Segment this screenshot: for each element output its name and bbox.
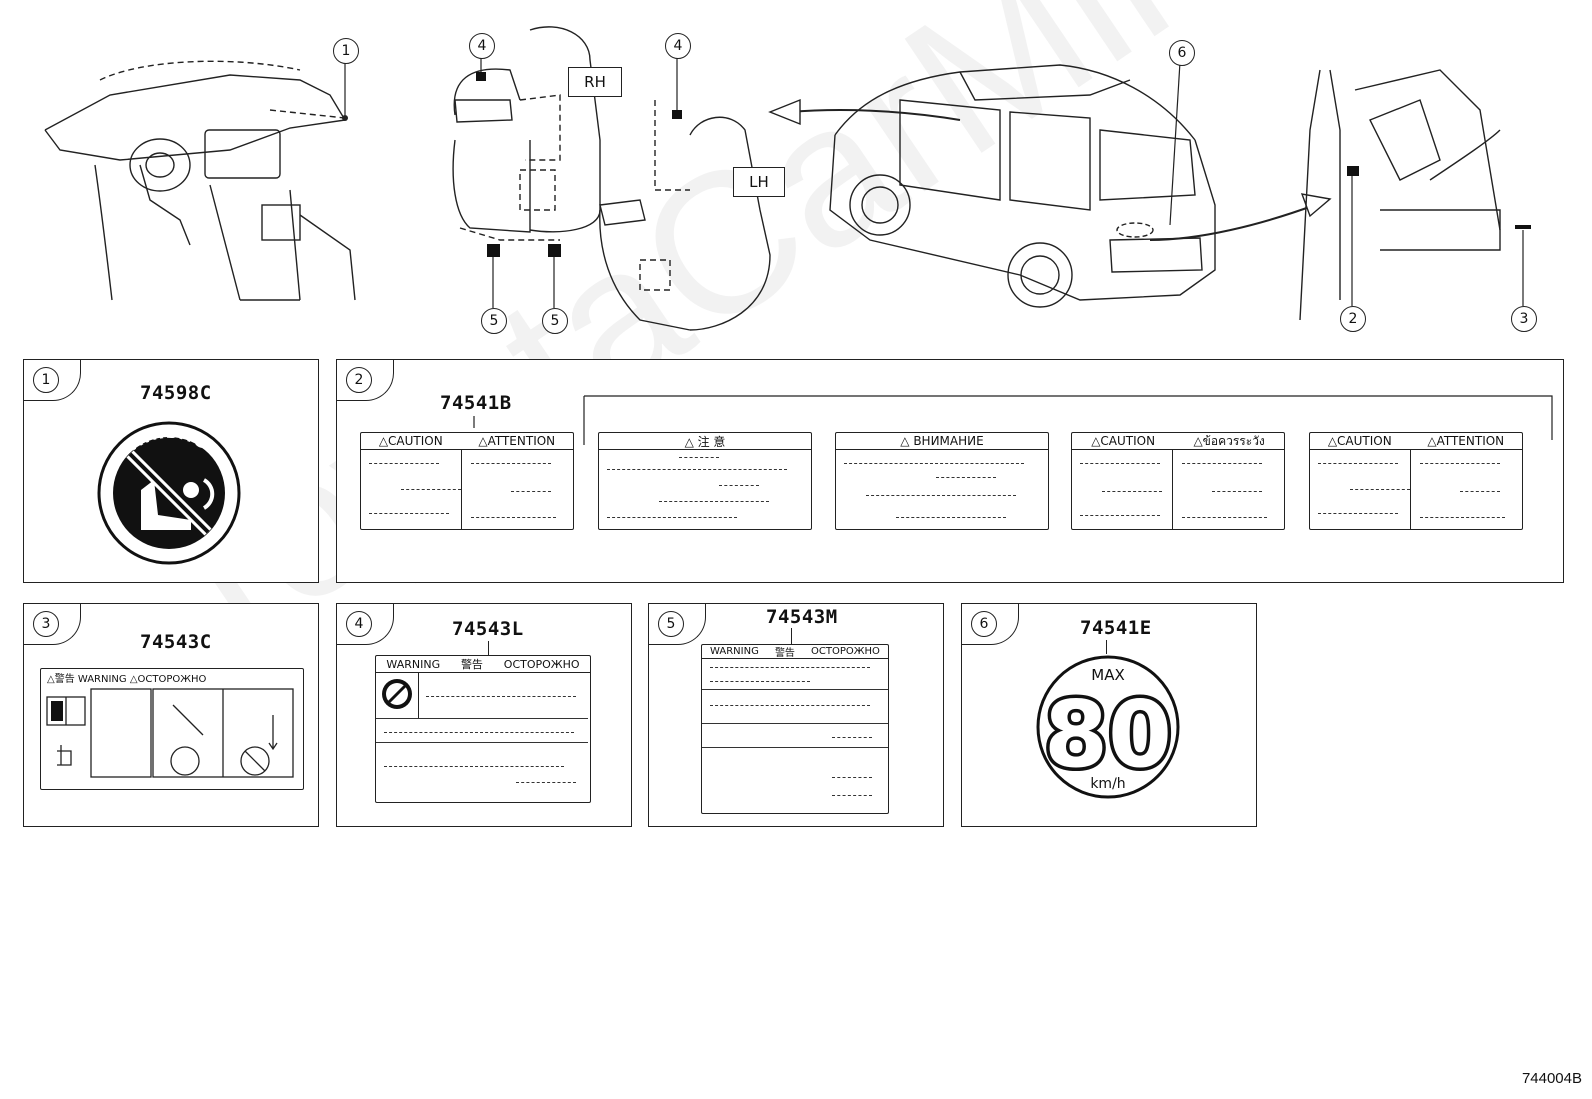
step-label-marker	[1515, 225, 1531, 229]
seat-warning-label: △警告 WARNING △ОСТОРОЖНО	[40, 668, 304, 790]
speed-limit-label: MAX 80 80 km/h	[1036, 655, 1180, 799]
callout-5: 5	[481, 308, 507, 334]
panel-3: 3 74543C △警告 WARNING △ОСТОРОЖНО	[23, 603, 319, 827]
seat-label-marker	[476, 72, 486, 81]
seat-rh-tag: RH	[568, 67, 622, 97]
part-number: 74541E	[1080, 617, 1152, 639]
panel-index: 1	[33, 367, 59, 393]
callout-4: 4	[469, 33, 495, 59]
part-number: 74543M	[766, 606, 838, 628]
max-text: MAX	[1091, 666, 1124, 684]
diagram-code: 744004B	[1521, 1070, 1582, 1087]
panel-index: 3	[33, 611, 59, 637]
speed-value: 80	[1044, 681, 1172, 788]
airbag-label-marker	[342, 115, 348, 121]
seat-label-marker	[487, 244, 500, 257]
part-number: 74543L	[452, 618, 524, 640]
caution-label-en-fr-2: △CAUTION△ATTENTION	[1309, 432, 1523, 530]
caution-label-en-th: △CAUTION△ข้อควรระวัง	[1071, 432, 1285, 530]
panel-index: 5	[658, 611, 684, 637]
callout-1: 1	[333, 38, 359, 64]
part-number: 74598C	[140, 382, 212, 404]
seat-label-marker	[672, 110, 682, 119]
airbag-label: AIRBAG	[97, 421, 241, 565]
caution-label-jp: △ 注 意	[598, 432, 812, 530]
panel-index: 6	[971, 611, 997, 637]
callout-3: 3	[1511, 306, 1537, 332]
callout-2: 2	[1340, 306, 1366, 332]
seat-lh-tag: LH	[733, 167, 785, 197]
panel-6: 6 74541E MAX 80 80 km/h	[961, 603, 1257, 827]
speed-unit: km/h	[1090, 776, 1125, 792]
callout-4: 4	[665, 33, 691, 59]
overview-illustration	[44, 26, 1531, 331]
svg-text:80: 80	[1044, 681, 1172, 788]
part-number: 74543C	[140, 631, 212, 653]
panel-index: 2	[346, 367, 372, 393]
panel-index: 4	[346, 611, 372, 637]
callout-5: 5	[542, 308, 568, 334]
door-label-marker	[1347, 166, 1359, 176]
seat-label-marker	[548, 244, 561, 257]
part-number: 74541B	[440, 392, 512, 414]
panel-2: 2 74541B △CAUTION△ATTENTION △ 注 意 △ ВНИМ…	[336, 359, 1564, 583]
callout-6: 6	[1169, 40, 1195, 66]
panel-1: 1 74598C AIRBAG	[23, 359, 319, 583]
caution-label-ru: △ ВНИМАНИЕ	[835, 432, 1049, 530]
caution-label-en-fr: △CAUTION△ATTENTION	[360, 432, 574, 530]
